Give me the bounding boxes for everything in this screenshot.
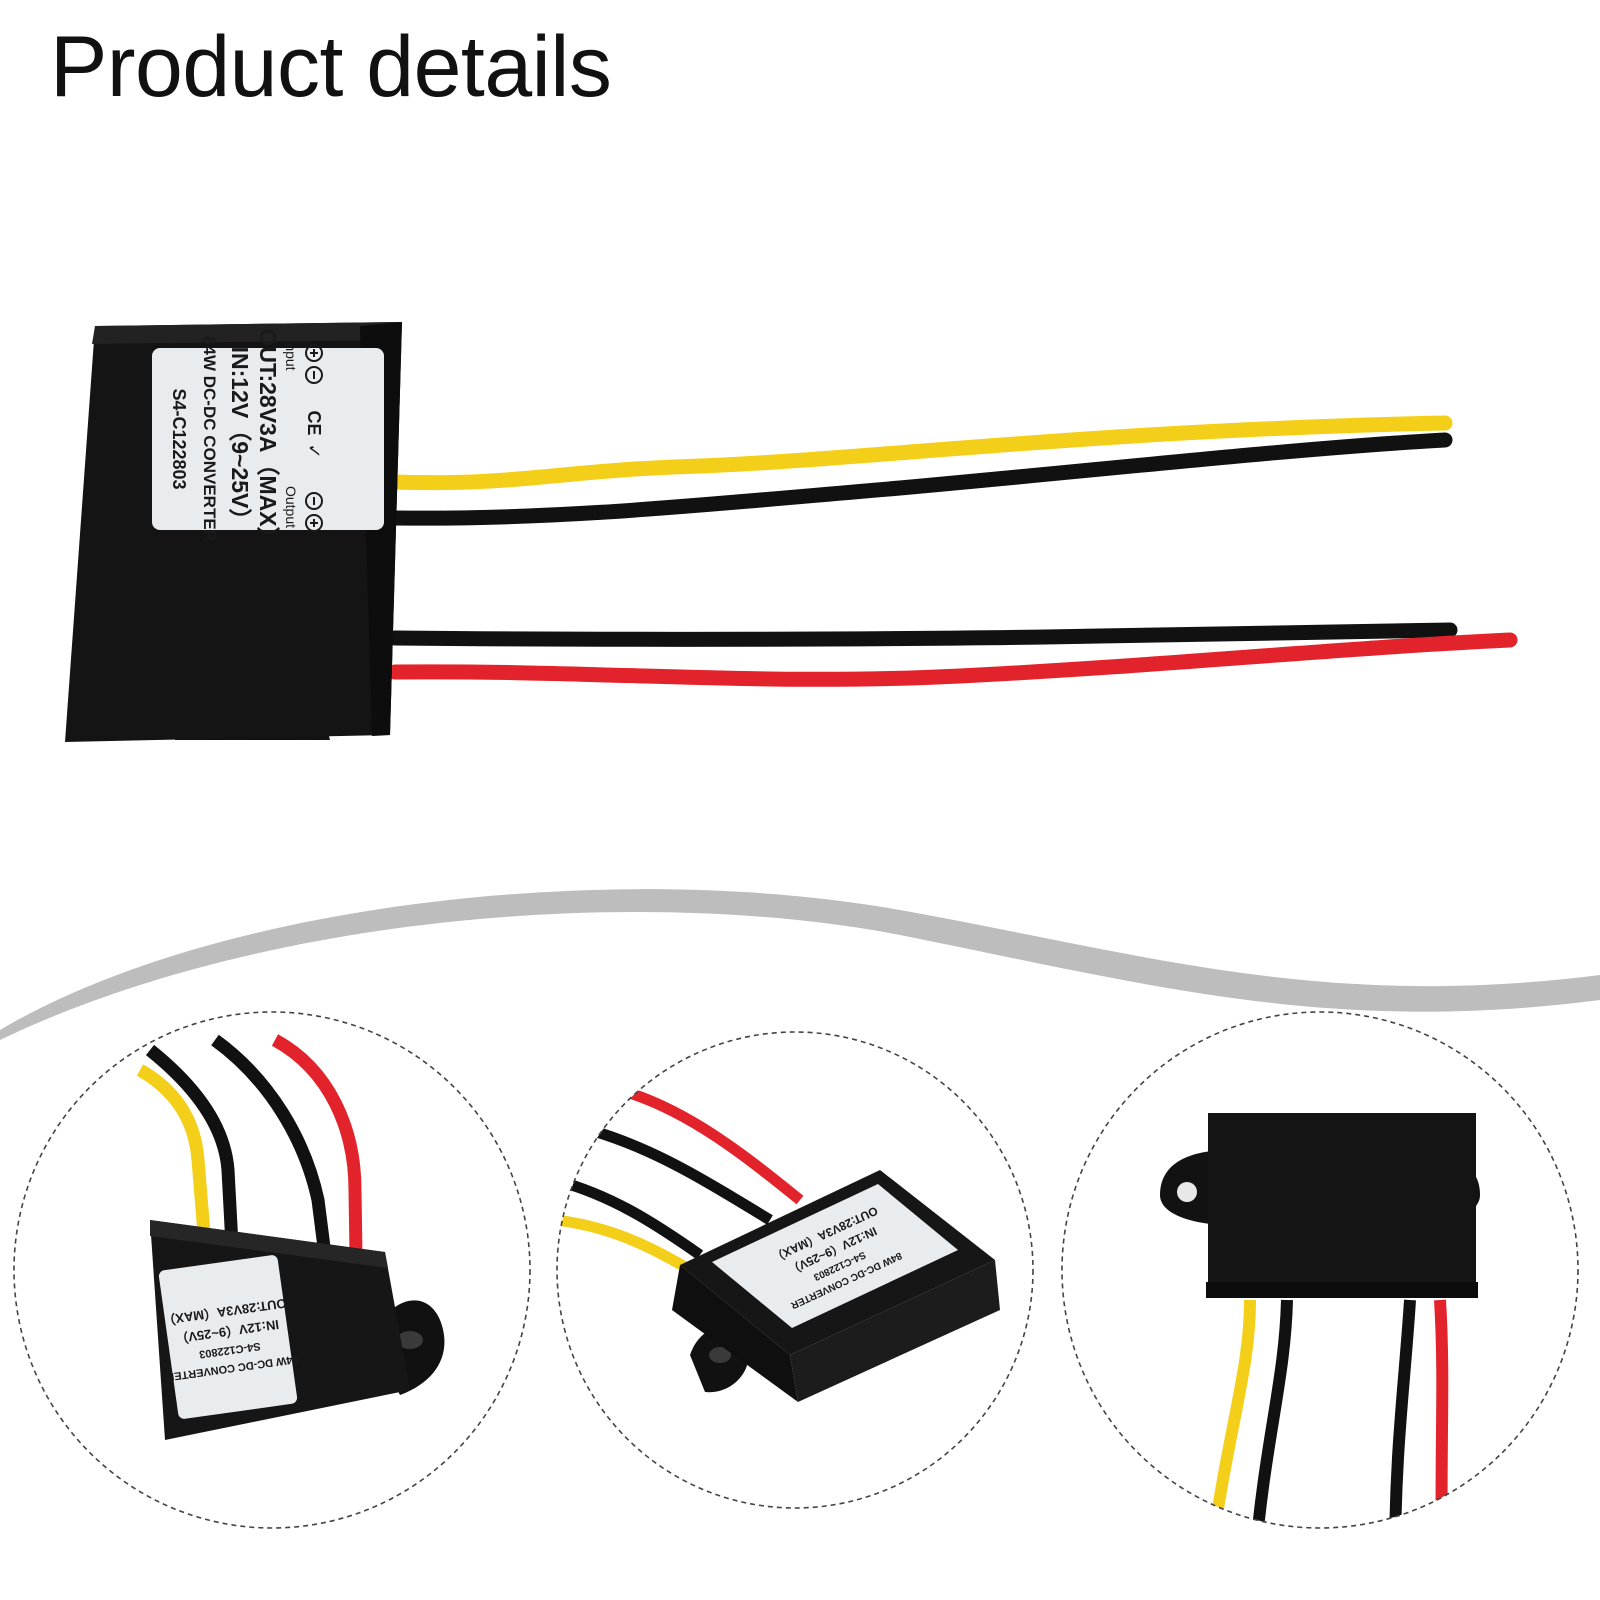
product-label xyxy=(152,348,384,530)
detail-view-2: 84W DC-DC CONVERTER S4-C122803 IN:12V（9~… xyxy=(556,1031,1034,1509)
page-title: Product details xyxy=(50,19,612,115)
dashed-circle-frame xyxy=(556,1031,1034,1509)
dashed-circle-frame xyxy=(13,1011,531,1529)
dashed-circle-frame xyxy=(1061,1011,1579,1529)
terminal-minus-icon xyxy=(305,366,323,384)
swoosh-divider xyxy=(0,889,1600,1040)
yellow-wire xyxy=(387,415,1453,491)
terminal-plus-icon xyxy=(305,514,323,532)
label-output-text: Output xyxy=(283,486,299,528)
label-ce-mark: CE xyxy=(304,410,324,435)
black-wire-upper xyxy=(387,432,1453,526)
label-input-text: Input xyxy=(283,339,299,370)
detail-view-1: 84W DC-DC CONVERTER S4-C122803 IN:12V（9~… xyxy=(13,1011,531,1529)
label-name: 84W DC-DC CONVERTER xyxy=(200,336,219,542)
label-output-spec: OUT:28V3A（MAX） xyxy=(255,328,281,549)
red-wire xyxy=(387,632,1518,687)
main-converter: S4-C122803 84W DC-DC CONVERTER IN:12V（9~… xyxy=(65,322,1518,742)
black-wire-lower xyxy=(387,622,1458,647)
label-model: S4-C122803 xyxy=(169,388,189,489)
label-input-spec: IN:12V（9~25V） xyxy=(227,347,253,532)
terminal-minus-icon xyxy=(305,492,323,510)
label-check-mark: ✓ xyxy=(304,443,324,458)
detail-view-3 xyxy=(1061,1011,1579,1529)
terminal-plus-icon xyxy=(305,344,323,362)
